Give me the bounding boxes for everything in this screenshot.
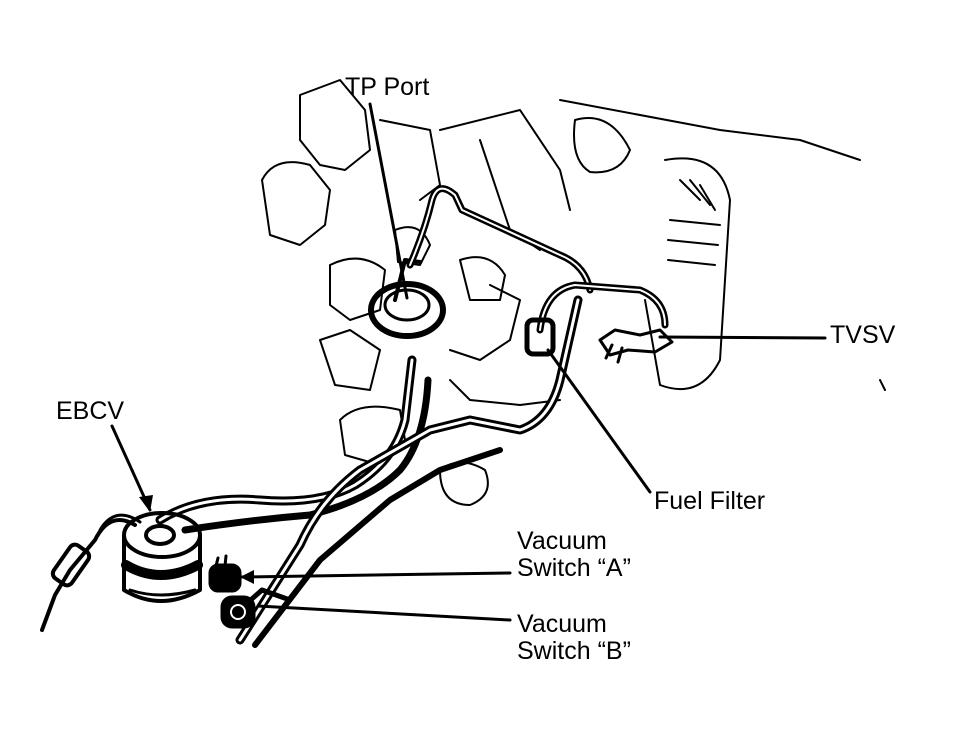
leader-vacuum-switch-a xyxy=(240,571,512,579)
tp-port-label: TP Port xyxy=(345,73,430,101)
vacuum-switch-b-line1: Vacuum xyxy=(517,610,607,638)
vacuum-switch-a-line2: Switch “A” xyxy=(517,554,631,582)
ebcv-label: EBCV xyxy=(56,397,125,425)
leader-ebcv xyxy=(110,424,152,512)
tvsv-label: TVSV xyxy=(830,321,896,349)
arrowheads xyxy=(139,495,254,584)
leader-vacuum-switch-b xyxy=(256,604,512,622)
vacuum-switch-b-label: Vacuum Switch “B” xyxy=(517,611,631,665)
leader-tp-port xyxy=(368,102,409,300)
vacuum-switch-a-label: Vacuum Switch “A” xyxy=(517,528,631,582)
leader-tvsv xyxy=(658,335,827,340)
leader-lines xyxy=(110,102,827,622)
vacuum-switches xyxy=(208,554,256,629)
vacuum-switch-b-line2: Switch “B” xyxy=(517,637,631,665)
fuel-filter-label: Fuel Filter xyxy=(654,487,766,515)
vacuum-switch-a-line1: Vacuum xyxy=(517,527,607,555)
tvsv-valve xyxy=(598,328,674,364)
ebcv-canister xyxy=(40,511,203,632)
engine-outline xyxy=(261,79,886,506)
leader-fuel-filter xyxy=(546,348,652,494)
fuel-filter xyxy=(524,317,556,357)
